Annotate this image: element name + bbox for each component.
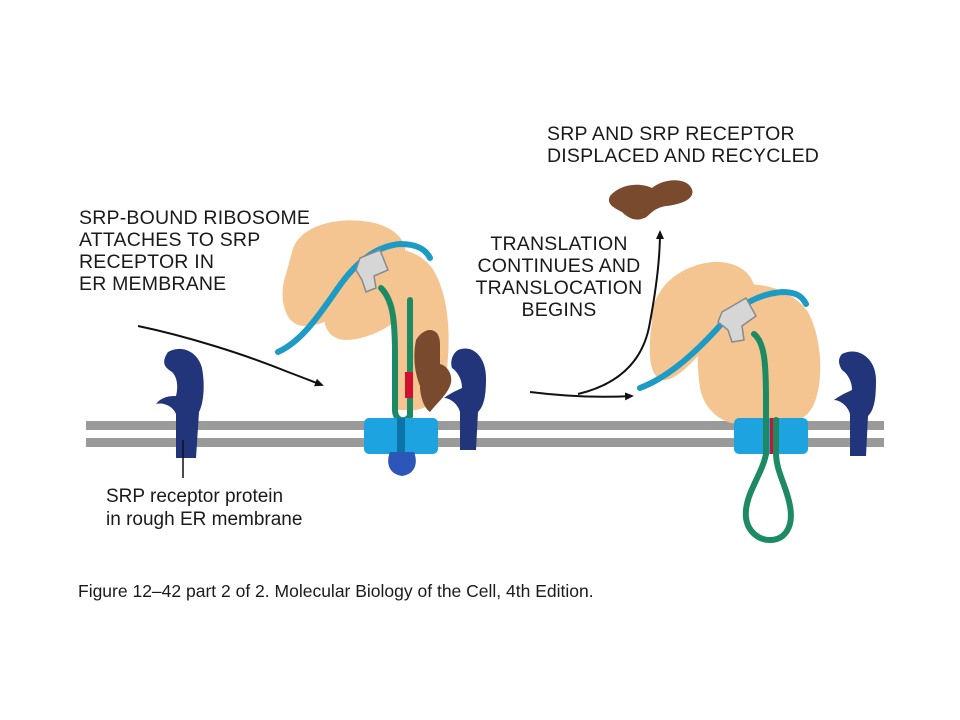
arrow-attachment bbox=[137, 325, 324, 387]
nascent-peptide-loop bbox=[742, 331, 794, 544]
trna-left bbox=[355, 249, 389, 293]
srp-particle-bound bbox=[414, 329, 452, 412]
translocon-channel-gap-left bbox=[397, 418, 405, 454]
label-srp-receptor-protein: SRP receptor protein in rough ER membran… bbox=[106, 486, 303, 530]
signal-sequence-left bbox=[405, 372, 413, 398]
trna-right bbox=[717, 296, 757, 343]
label-srp-bound-ribosome: SRP-BOUND RIBOSOME ATTACHES TO SRP RECEP… bbox=[79, 207, 311, 295]
er-membrane bbox=[86, 421, 884, 447]
srp-receptor-free-right bbox=[834, 351, 876, 456]
arrow-recycle bbox=[577, 230, 664, 395]
ribosome-complex-left bbox=[275, 220, 486, 476]
figure-caption: Figure 12–42 part 2 of 2. Molecular Biol… bbox=[78, 581, 594, 601]
srp-receptor-free-left bbox=[156, 348, 204, 458]
label-translation-continues: TRANSLATION CONTINUES AND TRANSLOCATION … bbox=[475, 233, 643, 321]
srp-receptor-bound bbox=[444, 348, 486, 450]
ribosome-small-subunit-right bbox=[697, 284, 821, 424]
ribosome-complex-right bbox=[637, 261, 876, 544]
srp-particle-released bbox=[608, 180, 693, 220]
arrow-translocation bbox=[529, 391, 634, 401]
label-srp-displaced: SRP AND SRP RECEPTOR DISPLACED AND RECYC… bbox=[547, 123, 820, 167]
pore-plug bbox=[388, 452, 416, 476]
